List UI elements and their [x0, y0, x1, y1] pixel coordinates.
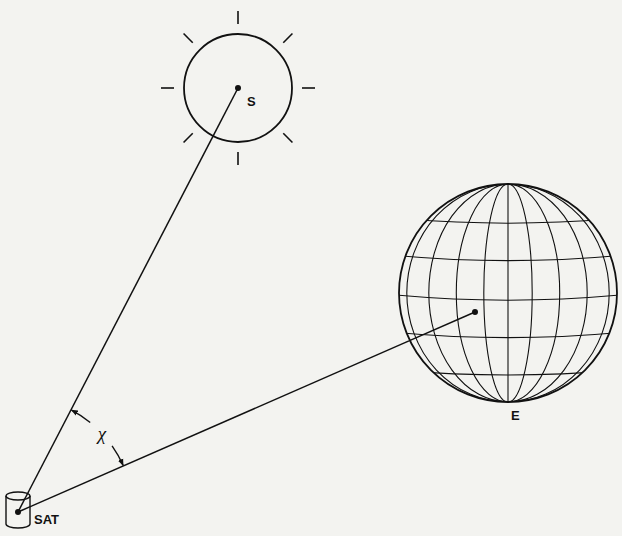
meridian	[429, 184, 587, 402]
sun-circle-shape	[183, 33, 293, 143]
angle-arc	[112, 446, 123, 466]
sun-ray	[302, 87, 315, 89]
satellite-icon: SAT	[4, 490, 32, 530]
sun-circle: S	[183, 33, 293, 143]
meridian	[484, 184, 532, 402]
parallel	[398, 295, 618, 300]
sun-ray	[283, 34, 292, 43]
node-label: S	[247, 95, 256, 109]
parallel	[398, 256, 618, 261]
anchor-dot	[472, 309, 478, 315]
node-label: E	[511, 409, 520, 423]
globe-grid	[398, 183, 618, 403]
meridian	[456, 184, 559, 402]
sight-line	[29, 137, 212, 490]
sun-ray	[237, 152, 239, 165]
angle-arc	[71, 410, 90, 422]
anchor-dot	[235, 85, 241, 91]
meridian	[407, 184, 609, 402]
globe-outline	[399, 184, 617, 402]
earth-globe-shape	[398, 183, 618, 403]
earth-globe: E	[398, 183, 618, 403]
satellite-icon-shape	[4, 490, 32, 530]
sun-ray	[184, 34, 193, 43]
satellite-body	[6, 496, 30, 528]
meridian	[507, 183, 508, 403]
node-label: SAT	[34, 513, 59, 527]
angle-label: χ	[98, 424, 106, 443]
sun-ray	[237, 11, 239, 24]
anchor-dot	[15, 509, 21, 515]
sun-ray	[283, 133, 292, 142]
sun-ray	[161, 87, 174, 89]
sun-outline	[184, 34, 292, 142]
sun-ray	[184, 133, 193, 142]
parallel	[398, 218, 618, 223]
pointer-segment	[213, 88, 238, 137]
sight-line	[32, 341, 409, 506]
satellite-top	[6, 492, 30, 500]
parallel	[398, 333, 618, 338]
